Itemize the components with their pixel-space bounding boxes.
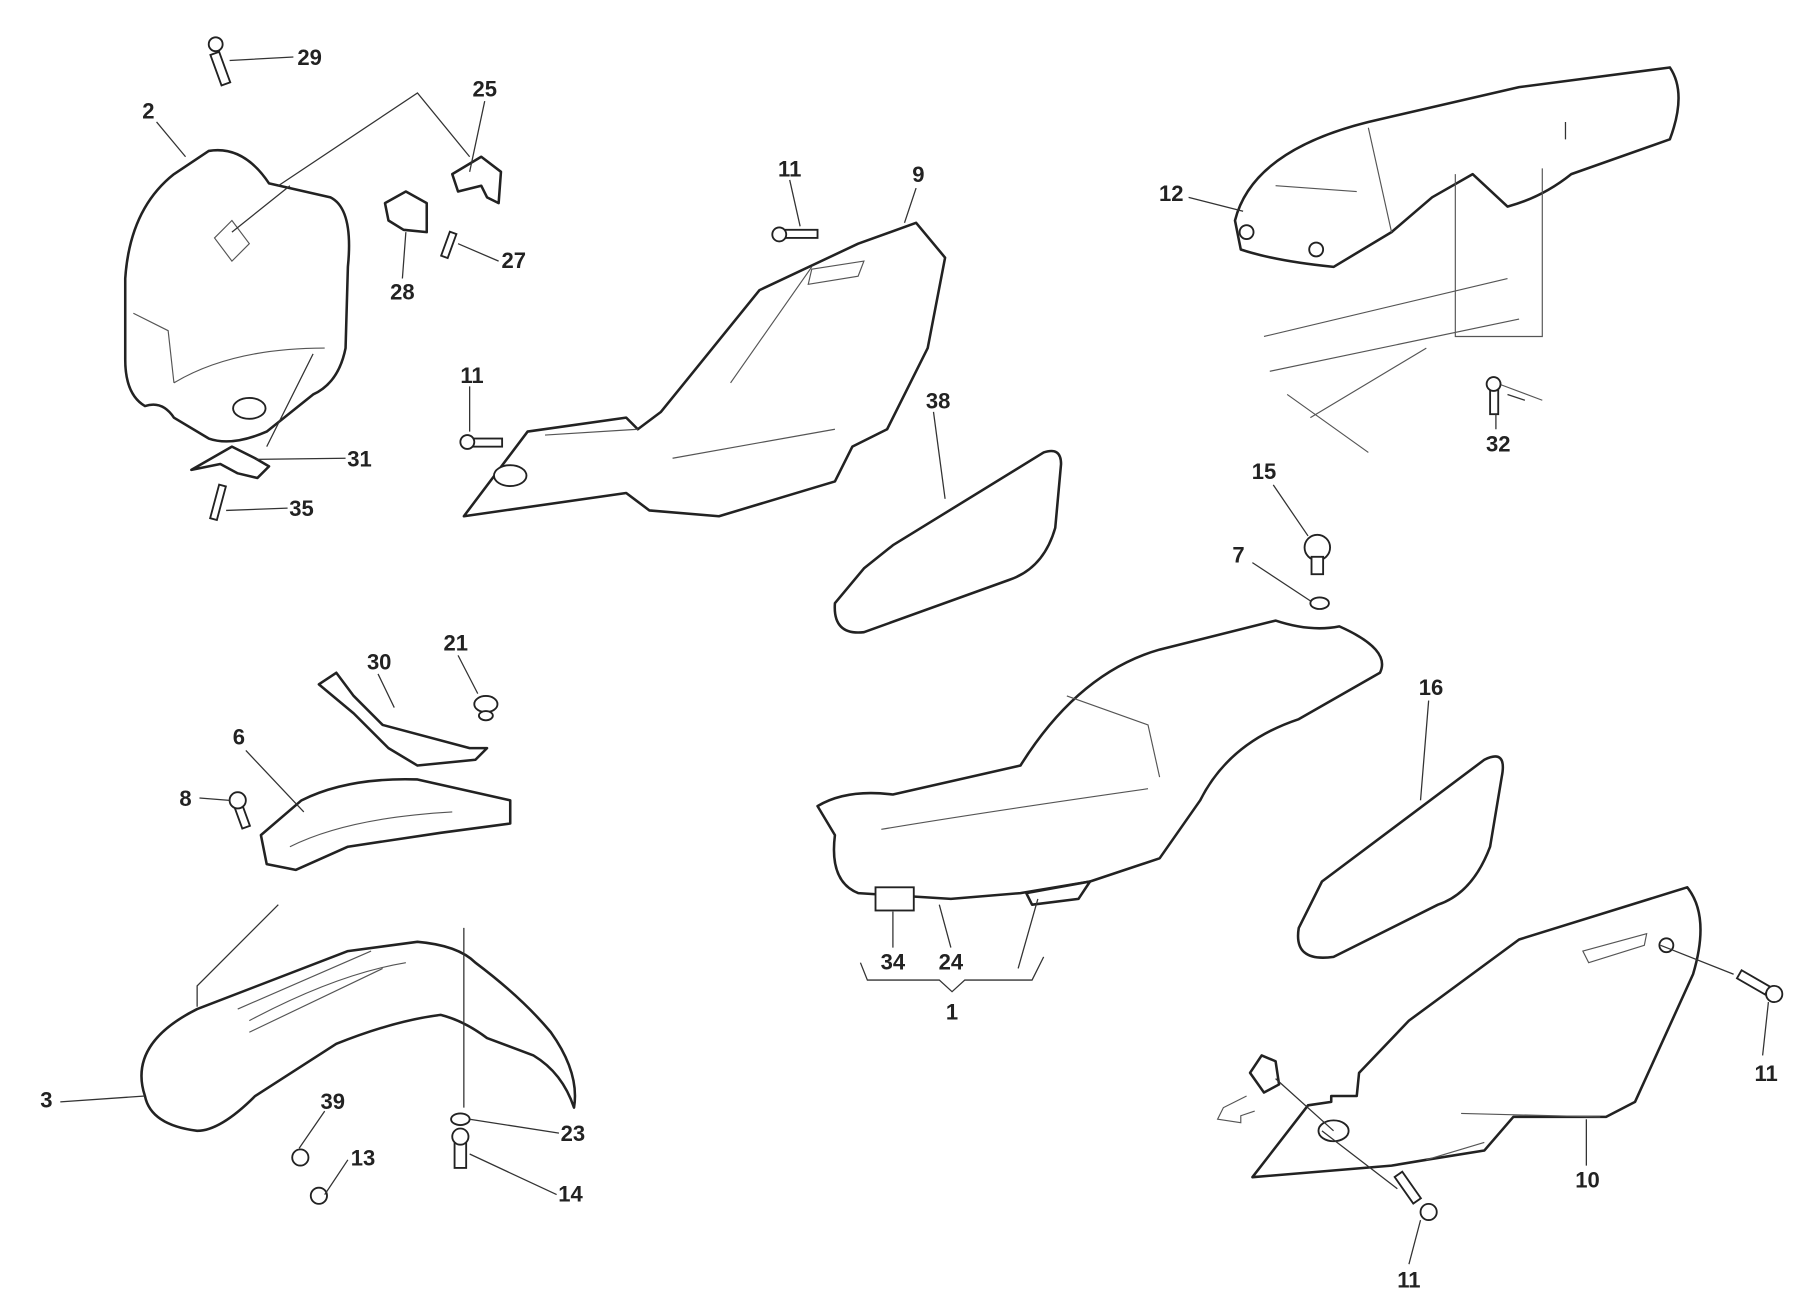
clip-nut	[1248, 1054, 1281, 1094]
bolt-11-a	[771, 226, 819, 243]
bolt-35	[209, 483, 228, 522]
group-bracket-1	[859, 956, 1045, 993]
callout-11: 11	[778, 156, 801, 181]
callout-23: 23	[561, 1121, 586, 1146]
tail-section	[1233, 66, 1680, 453]
callout-24: 24	[939, 950, 964, 975]
bolt-27	[439, 230, 458, 260]
callout-3: 3	[40, 1088, 52, 1113]
callout-9: 9	[912, 162, 924, 187]
bracket-30	[317, 671, 489, 767]
callout-32: 32	[1486, 431, 1511, 456]
callout-8: 8	[179, 786, 191, 811]
callout-11: 11	[460, 363, 483, 388]
bolt-11-b	[459, 434, 504, 450]
callout-31: 31	[347, 446, 372, 471]
callout-34: 34	[881, 950, 906, 975]
fender-bracket-6	[259, 777, 512, 872]
callout-28: 28	[390, 279, 415, 304]
pad-16	[1296, 755, 1505, 959]
callout-30: 30	[367, 649, 391, 674]
callout-25: 25	[472, 76, 497, 101]
callout-35: 35	[289, 496, 314, 521]
bolt-29	[207, 36, 232, 87]
bolt-11-c	[1735, 968, 1784, 1004]
side-panel-left	[462, 221, 947, 518]
bolt-11-d	[1393, 1170, 1438, 1222]
callout-16: 16	[1419, 675, 1444, 700]
direction-arrow	[1216, 1095, 1255, 1124]
bump-stop-34	[874, 886, 915, 912]
front-fender	[140, 940, 577, 1133]
clip-25	[450, 155, 503, 205]
callout-27: 27	[501, 248, 526, 273]
washer-7	[1309, 596, 1330, 610]
callout-14: 14	[558, 1182, 583, 1207]
bracket-31	[190, 445, 271, 480]
callout-29: 29	[297, 45, 322, 70]
callout-2: 2	[142, 98, 154, 123]
leader-lines	[60, 56, 1770, 1265]
pad-38	[833, 449, 1063, 634]
callout-11: 11	[1754, 1061, 1777, 1086]
nut-21	[473, 695, 499, 722]
nut-39	[291, 1148, 310, 1167]
clip-28	[383, 190, 429, 234]
headlight-fairing	[123, 148, 351, 443]
callout-6: 6	[233, 725, 245, 750]
callout-labels: 29 2 25 27 28 31 35 11 9 11 38 12 32 15 …	[40, 45, 1777, 1292]
callout-1: 1	[946, 999, 958, 1024]
nut-13	[309, 1186, 328, 1205]
bolt-32	[1485, 376, 1502, 416]
callout-7: 7	[1232, 543, 1244, 568]
seat	[816, 619, 1384, 906]
callout-11: 11	[1397, 1267, 1420, 1292]
callout-15: 15	[1252, 459, 1276, 484]
bolt-14	[450, 1112, 471, 1169]
callout-38: 38	[926, 388, 951, 413]
bolt-8	[228, 791, 252, 830]
callout-10: 10	[1575, 1168, 1600, 1193]
callout-21: 21	[443, 631, 468, 656]
callout-39: 39	[321, 1089, 345, 1114]
callout-13: 13	[351, 1146, 376, 1171]
cap-15	[1303, 533, 1332, 576]
callout-12: 12	[1159, 181, 1184, 206]
